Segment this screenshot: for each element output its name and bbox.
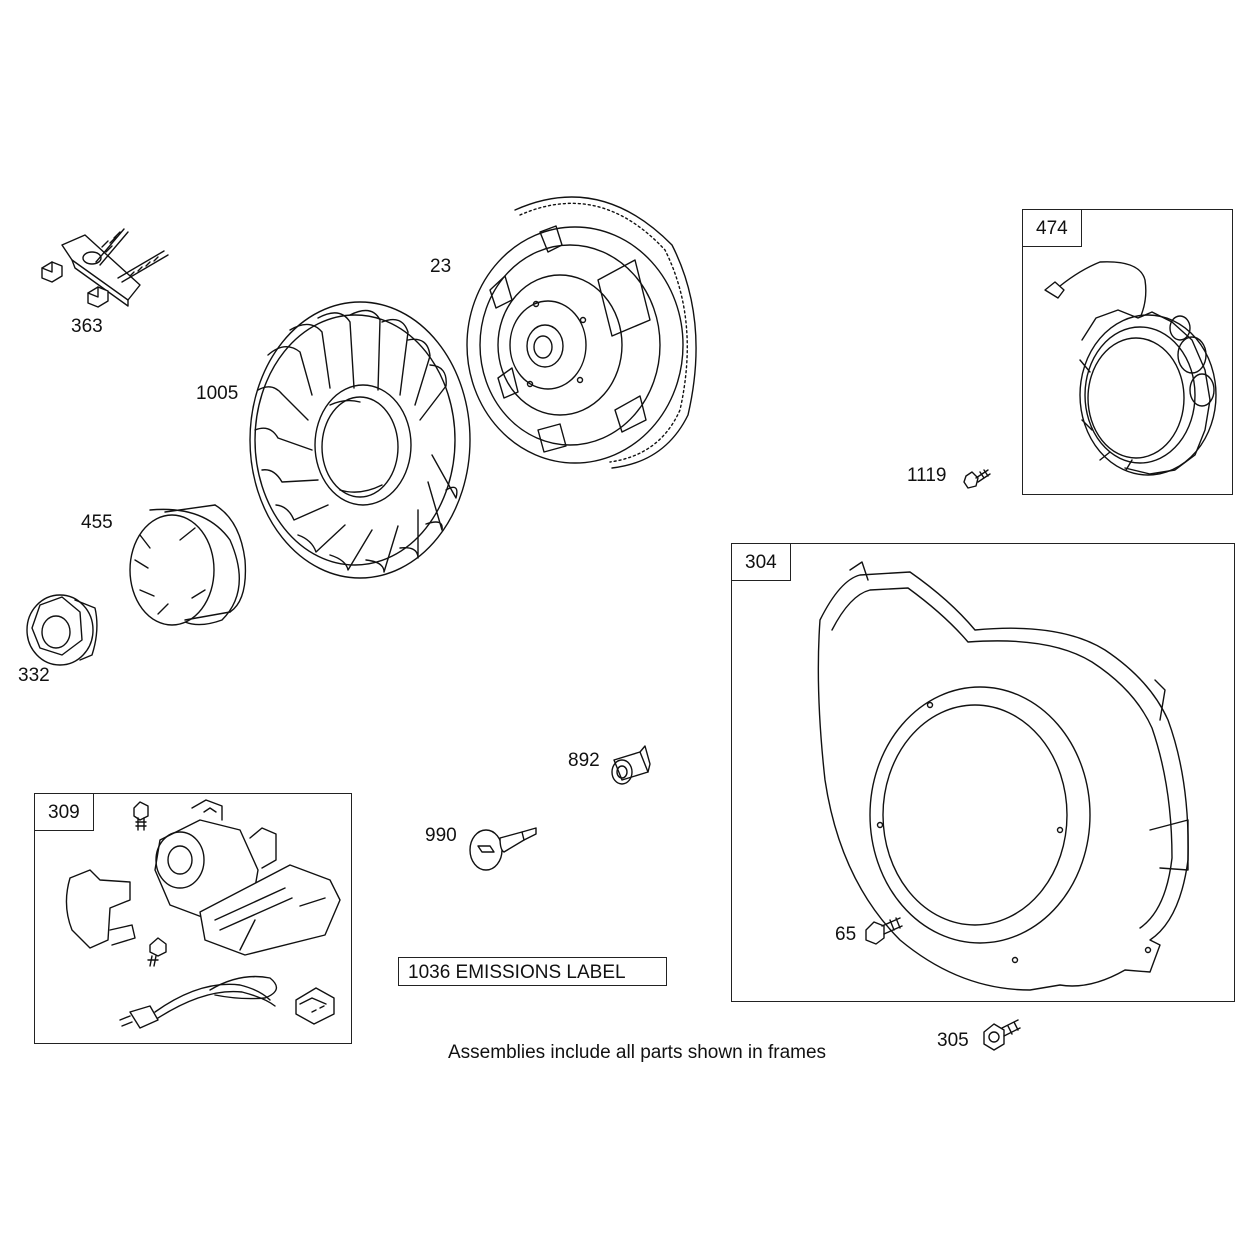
frame-tag-304: 304: [731, 543, 791, 581]
part-label-892: 892: [568, 750, 600, 771]
screw-1119-drawing: [964, 470, 990, 488]
part-label-363: 363: [71, 316, 103, 337]
part-label-1005: 1005: [196, 383, 239, 404]
part-label-65: 65: [835, 924, 857, 945]
cooling-fan-drawing: [250, 302, 470, 578]
starter-kit-drawing: [66, 800, 340, 1028]
part-label-332: 332: [18, 665, 50, 686]
frame-tag-474: 474: [1022, 209, 1082, 247]
assembly-frame-474: 474: [1022, 209, 1233, 495]
part-label-1119: 1119: [907, 465, 947, 486]
assemblies-footnote: Assemblies include all parts shown in fr…: [448, 1042, 827, 1063]
puller-bracket-drawing: [42, 229, 168, 307]
charging-coil-drawing: [1045, 262, 1216, 475]
screw-305-drawing: [984, 1020, 1020, 1050]
part-label-990: 990: [425, 825, 457, 846]
part-label-305: 305: [937, 1030, 969, 1051]
emissions-label-box: 1036 EMISSIONS LABEL: [398, 957, 667, 986]
connector-892-drawing: [612, 746, 650, 784]
part-label-23: 23: [430, 256, 452, 277]
frame-tag-309: 309: [34, 793, 94, 831]
flywheel-drawing: [467, 197, 696, 468]
fan-cup-drawing: [130, 505, 245, 625]
assembly-frame-309: 309: [34, 793, 352, 1044]
blower-housing-drawing: [818, 562, 1188, 990]
assembly-frame-304: 304: [731, 543, 1235, 1002]
screw-65-drawing: [866, 918, 902, 944]
flywheel-nut-drawing: [27, 595, 97, 665]
key-990-drawing: [470, 828, 536, 870]
part-label-455: 455: [81, 512, 113, 533]
